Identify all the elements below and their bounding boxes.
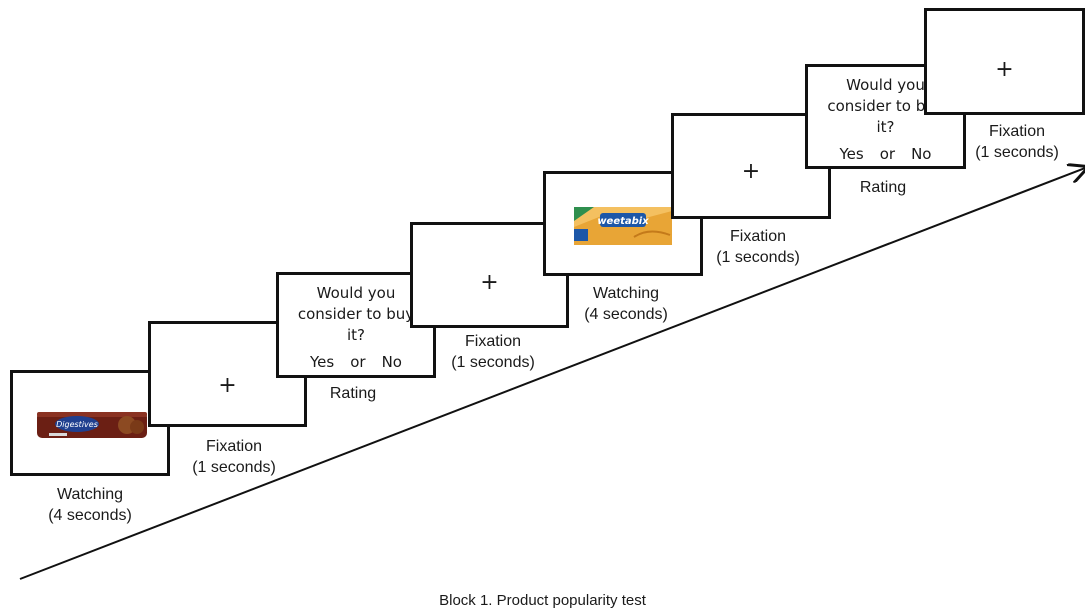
watching-label: Watching — [56, 486, 124, 503]
yes-option: Yes — [839, 145, 864, 163]
svg-text:Digestives: Digestives — [56, 420, 98, 429]
rating-question: Would you consider to buy it? — [279, 283, 433, 346]
question-line: Would you — [846, 76, 925, 94]
fixation-duration: (1 seconds) — [716, 249, 800, 266]
fixation-label: Fixation — [988, 123, 1046, 140]
fixation-cross: + — [741, 159, 761, 184]
question-line: it? — [346, 326, 365, 344]
fixation-cross: + — [218, 373, 237, 398]
watching-caption-1: Watching (4 seconds) — [30, 484, 150, 526]
weetabix-pack-image: weetabix — [574, 207, 672, 245]
fixation-screen-4: + — [924, 8, 1085, 115]
fixation-caption-2: Fixation (1 seconds) — [433, 331, 553, 373]
question-line: consider to buy — [827, 97, 944, 115]
no-option: No — [911, 145, 932, 163]
fixation-duration: (1 seconds) — [975, 144, 1059, 161]
watching-screen-1: Digestives — [10, 370, 170, 476]
fixation-screen-3: + — [671, 113, 831, 219]
fixation-caption-3: Fixation (1 seconds) — [698, 226, 818, 268]
rating-label: Rating — [859, 179, 907, 196]
digestives-pack-image: Digestives — [37, 412, 147, 438]
rating-label: Rating — [329, 385, 377, 402]
figure-caption: Block 1. Product popularity test — [439, 592, 646, 609]
question-line: consider to buy — [297, 305, 415, 323]
watching-duration: (4 seconds) — [48, 507, 132, 524]
fixation-cross: + — [995, 57, 1014, 82]
rating-caption-1: Rating — [293, 383, 413, 404]
question-line: Would you — [316, 284, 396, 302]
watching-caption-2: Watching (4 seconds) — [566, 283, 686, 325]
watching-duration: (4 seconds) — [584, 306, 668, 323]
fixation-caption-1: Fixation (1 seconds) — [174, 436, 294, 478]
fixation-duration: (1 seconds) — [192, 459, 276, 476]
question-line: it? — [876, 118, 895, 136]
or-label: or — [350, 353, 366, 371]
yes-option: Yes — [310, 353, 335, 371]
fixation-duration: (1 seconds) — [451, 354, 535, 371]
fixation-caption-4: Fixation (1 seconds) — [957, 121, 1077, 163]
rating-caption-2: Rating — [823, 177, 943, 198]
fixation-label: Fixation — [205, 438, 263, 455]
fixation-cross: + — [480, 270, 499, 295]
no-option: No — [381, 353, 402, 371]
watching-screen-2: weetabix — [543, 171, 703, 276]
watching-label: Watching — [592, 285, 660, 302]
rating-question: Would you consider to buy it? — [808, 75, 963, 138]
or-label: or — [879, 145, 896, 163]
fixation-label: Fixation — [464, 333, 522, 350]
fixation-label: Fixation — [729, 228, 787, 245]
fixation-screen-2: + — [410, 222, 569, 328]
svg-text:weetabix: weetabix — [597, 216, 649, 227]
